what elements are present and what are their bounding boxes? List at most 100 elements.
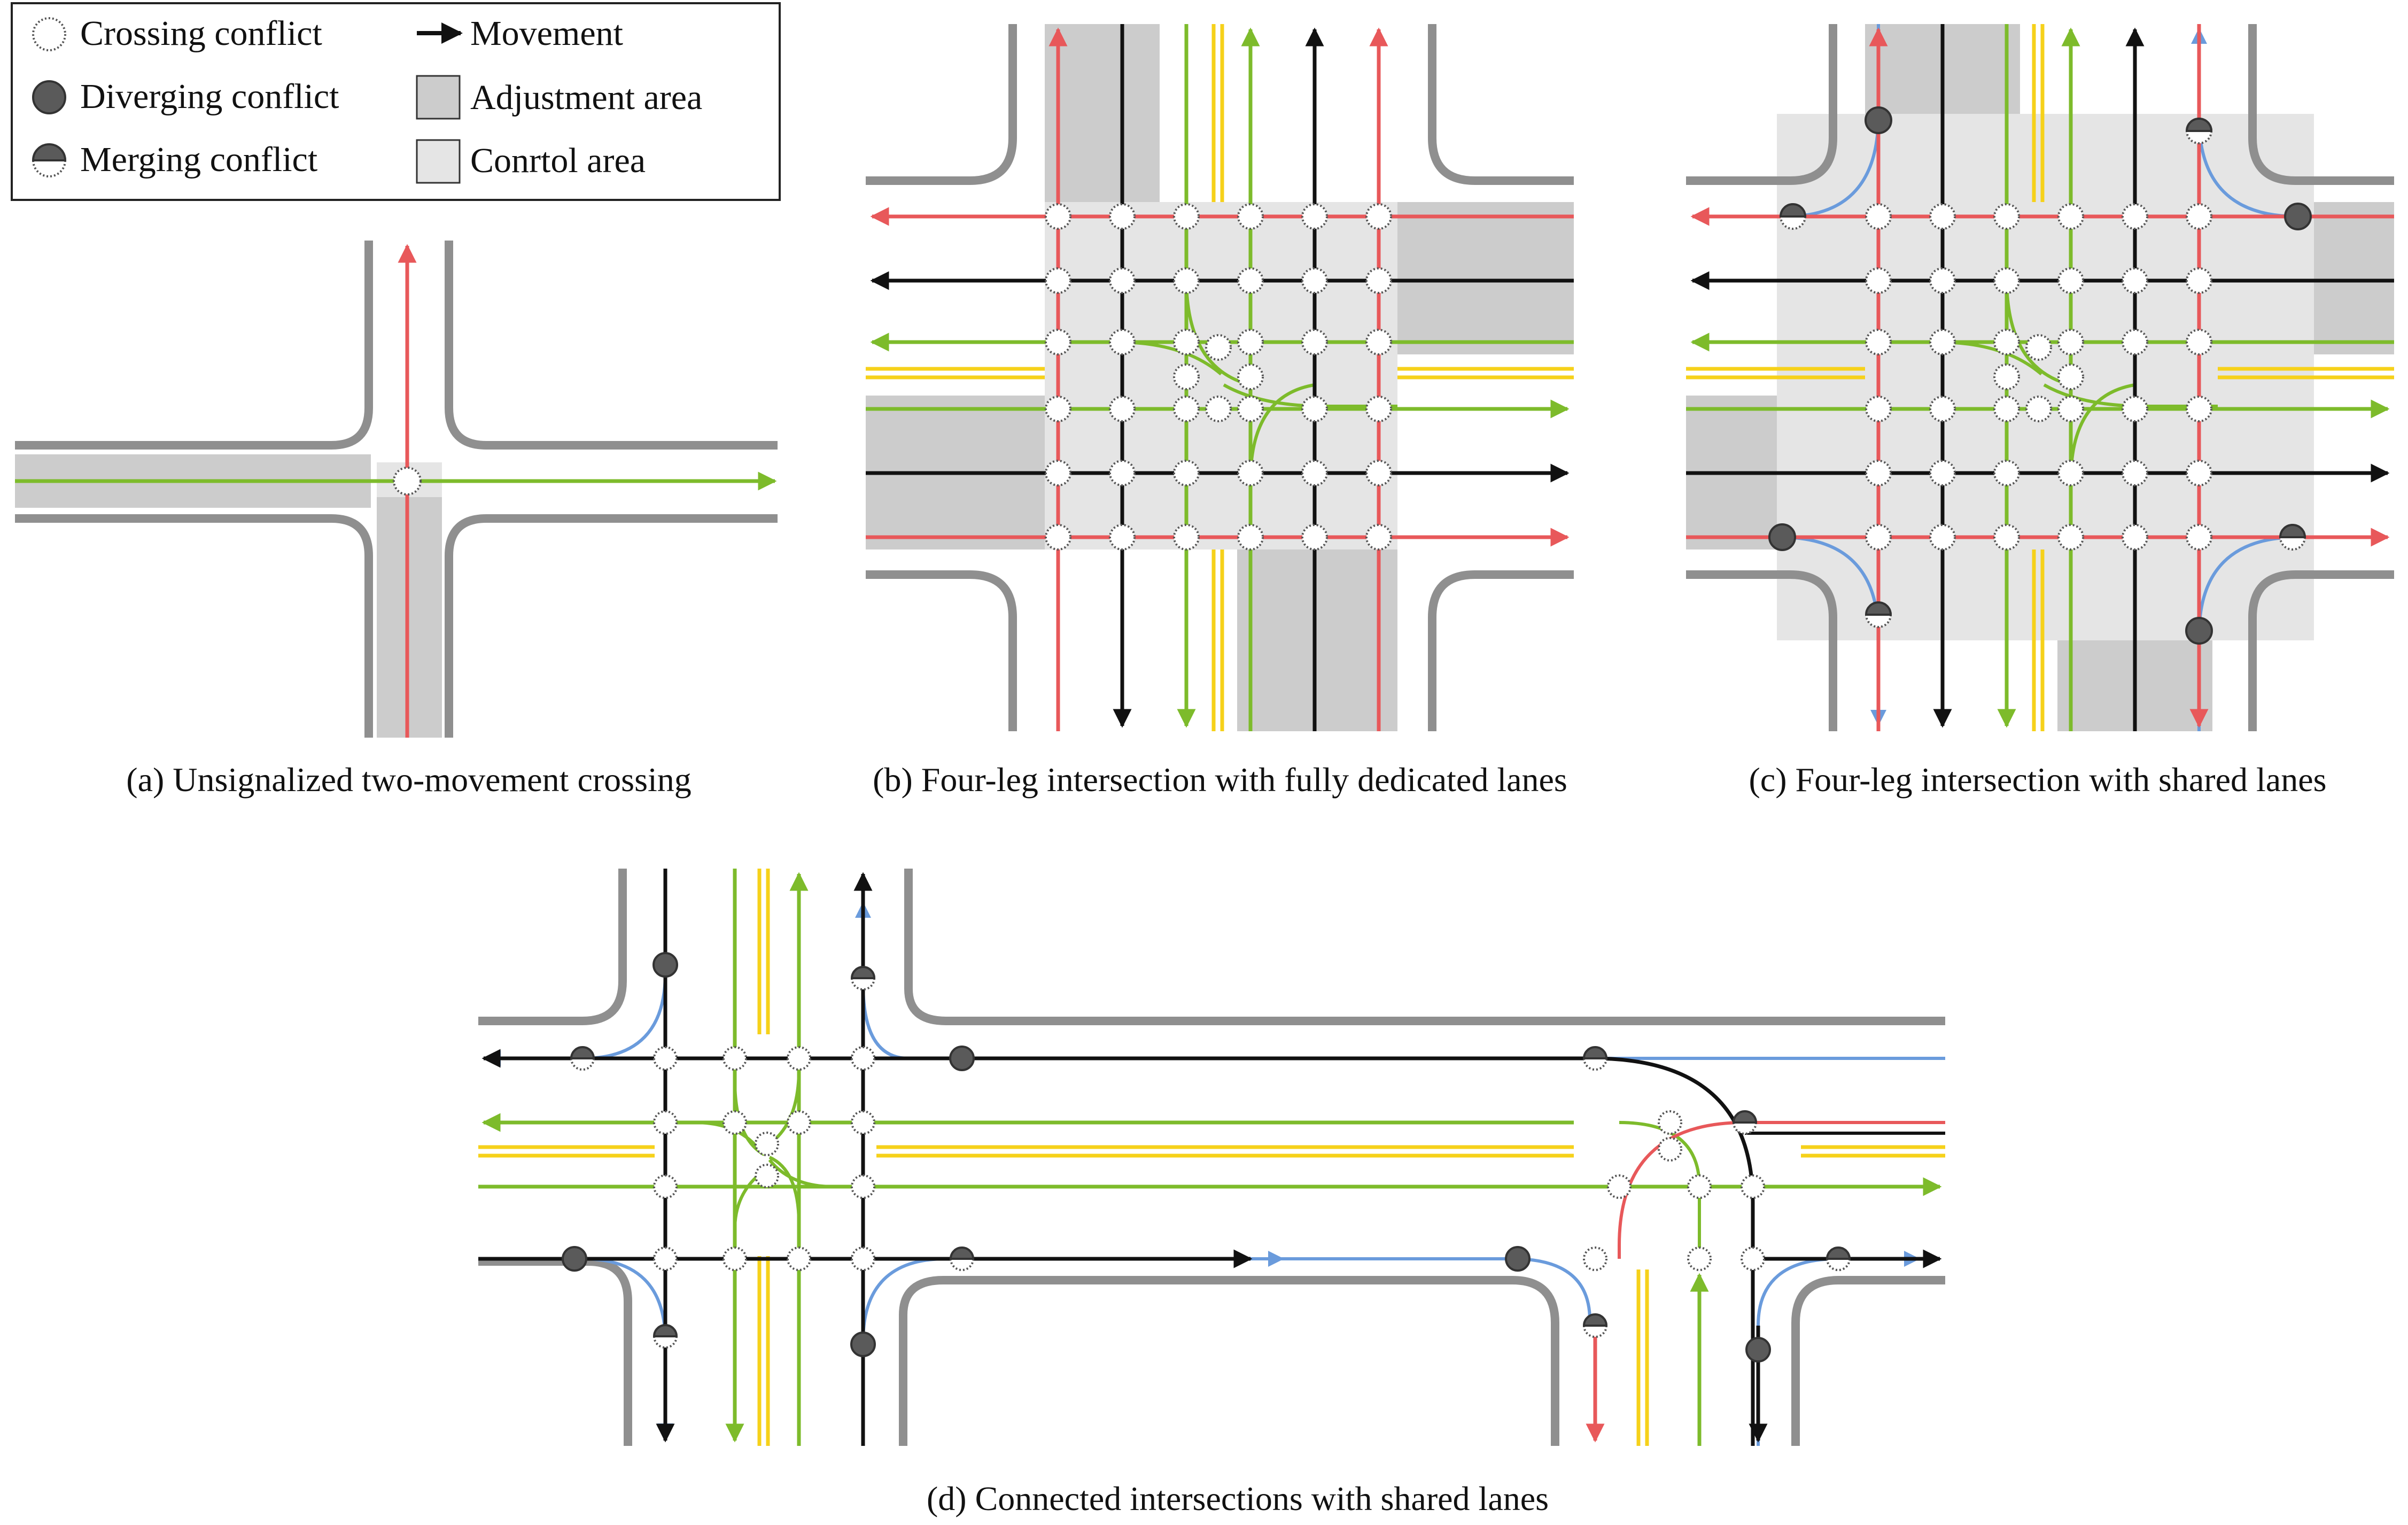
diverging-conflicts — [1768, 106, 2312, 645]
crossing-conflict — [2122, 460, 2148, 486]
crossing-conflict — [1865, 329, 1892, 355]
crossing-conflict — [2057, 396, 2084, 422]
merging-conflict — [653, 1324, 678, 1349]
panel-b: (b) Four-leg intersection with fully ded… — [866, 24, 1574, 799]
crossing-conflict — [2057, 363, 2084, 390]
crossing-conflict — [1929, 524, 1956, 551]
crossing-conflict — [1109, 460, 1136, 486]
legend-adjustment-label: Adjustment area — [470, 78, 702, 117]
crossing-conflict — [2122, 524, 2148, 551]
crossing-conflict — [1109, 203, 1136, 230]
legend-diverging-label: Diverging conflict — [80, 77, 339, 116]
crossing-conflict — [1365, 396, 1392, 422]
merging-conflict — [1732, 1110, 1758, 1135]
crossing-conflicts — [653, 1046, 1851, 1271]
merging-conflict — [949, 1247, 975, 1271]
crossing-conflict — [1045, 329, 1071, 355]
crossing-conflict — [2057, 460, 2084, 486]
crossing-conflict — [653, 1174, 678, 1199]
caption-b: (b) Four-leg intersection with fully ded… — [873, 761, 1567, 799]
panel-c: (c) Four-leg intersection with shared la… — [1686, 24, 2394, 799]
curbs — [1686, 24, 2394, 731]
crossing-conflict — [1993, 460, 2020, 486]
crossing-conflict — [1237, 396, 1264, 422]
merging-conflict — [1779, 203, 1807, 230]
crossing-conflict — [1237, 524, 1264, 551]
crossing-conflict — [851, 1174, 875, 1199]
crossing-conflict — [723, 1110, 747, 1135]
adjustment-area — [1045, 24, 1160, 202]
crossing-conflict — [851, 1046, 875, 1071]
crossing-conflict — [1173, 396, 1200, 422]
crossing-conflict — [1993, 267, 2020, 294]
diverging-conflict — [2284, 203, 2312, 230]
merging-conflicts — [1779, 118, 2306, 628]
crossing-conflicts — [1045, 203, 1392, 551]
crossing-conflict — [1365, 203, 1392, 230]
crossing-conflict — [1687, 1174, 1712, 1199]
crossing-conflict — [723, 1247, 747, 1271]
crossing-conflict — [1237, 329, 1264, 355]
crossing-conflict — [1109, 267, 1136, 294]
crossing-conflict — [1607, 1174, 1632, 1199]
crossing-conflict — [1865, 524, 1892, 551]
crossing-conflict — [1929, 329, 1956, 355]
adjustment-area — [1237, 549, 1397, 731]
left-turn-paths — [665, 1058, 1701, 1259]
legend-merging-label: Merging conflict — [80, 140, 317, 179]
merging-conflict — [2279, 524, 2306, 551]
crossing-conflict — [1301, 329, 1328, 355]
curbs — [15, 241, 778, 738]
crossing-conflict — [1741, 1247, 1765, 1271]
turn-paths-red — [1618, 1121, 1945, 1259]
crossing-conflict — [653, 1110, 678, 1135]
crossing-conflict — [1658, 1110, 1682, 1135]
crossing-conflict — [653, 1247, 678, 1271]
crossing-conflict — [2186, 524, 2212, 551]
crossing-conflict — [1929, 203, 1956, 230]
adjustment-area — [377, 497, 442, 738]
crossing-conflict — [1173, 203, 1200, 230]
adjustment-area-icon — [416, 75, 461, 120]
crossing-conflict — [653, 1046, 678, 1071]
crossing-conflict — [755, 1132, 779, 1156]
crossing-conflict — [1687, 1247, 1712, 1271]
crossing-conflict — [2122, 329, 2148, 355]
crossing-conflict — [2122, 203, 2148, 230]
diverging-conflict — [1768, 523, 1796, 551]
crossing-conflict — [1865, 460, 1892, 486]
crossing-conflict — [1993, 329, 2020, 355]
crossing-conflict — [1741, 1174, 1765, 1199]
crossing-conflict — [1045, 524, 1071, 551]
crossing-conflict — [2025, 396, 2052, 422]
legend-control-label: Conrtol area — [470, 141, 646, 180]
merging-conflict — [850, 966, 876, 990]
crossing-conflict — [1993, 363, 2020, 390]
crossing-conflict — [2057, 524, 2084, 551]
diverging-conflict — [653, 952, 678, 978]
adjustment-area — [1397, 202, 1574, 354]
lane-divider — [478, 869, 1945, 1446]
crossing-conflict — [1109, 329, 1136, 355]
crossing-conflicts — [1865, 203, 2212, 551]
crossing-conflict — [1301, 267, 1328, 294]
diverging-conflict — [1505, 1246, 1531, 1272]
crossing-conflict — [1583, 1247, 1607, 1271]
crossing-conflict — [1301, 524, 1328, 551]
merging-conflict — [1582, 1313, 1608, 1338]
merging-conflict-icon — [32, 143, 67, 177]
merging-conflict — [570, 1046, 595, 1071]
crossing-conflict — [1301, 203, 1328, 230]
crossing-conflict — [2186, 203, 2212, 230]
crossing-conflict — [1205, 334, 1232, 361]
curbs — [478, 869, 1945, 1446]
turn-paths-black — [863, 1056, 1755, 1446]
crossing-conflict — [1237, 363, 1264, 390]
crossing-conflict — [851, 1247, 875, 1271]
crossing-conflict — [787, 1046, 811, 1071]
lane-divider — [1686, 24, 2394, 731]
diverging-conflict — [562, 1246, 587, 1272]
crossing-conflict — [1929, 267, 1956, 294]
crossing-conflict — [1865, 396, 1892, 422]
